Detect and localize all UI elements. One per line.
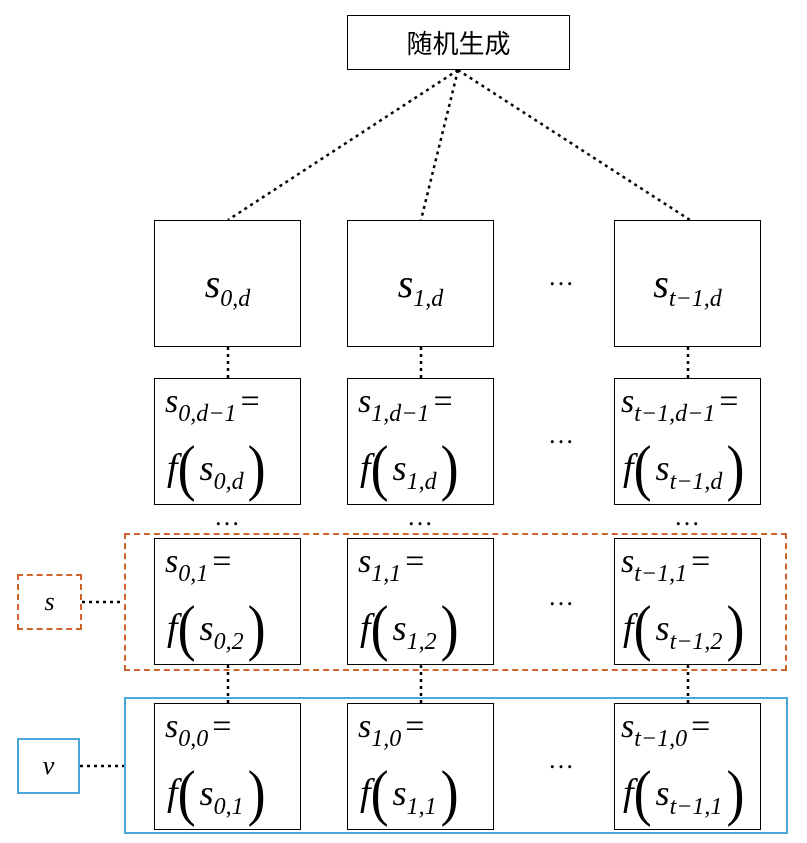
seed-label-col1: s1,d: [397, 261, 444, 312]
seed-label-col0: s0,d: [204, 261, 251, 312]
ellipsis-gap-col0: …: [214, 502, 240, 531]
seed-label-col2: st−1,d: [653, 261, 722, 312]
state-box-col1-row1: s1,1= f(s1,2): [347, 538, 494, 665]
seed-box-col0: s0,d: [154, 220, 301, 347]
state-rhs: f(s1,2): [360, 593, 459, 663]
state-rhs: f(s1,1): [360, 758, 459, 828]
ellipsis-row2: …: [548, 745, 574, 774]
group-s-label-box: s: [17, 574, 82, 630]
state-box-col2-row0: st−1,d−1= f(st−1,d): [614, 378, 761, 505]
state-rhs: f(s0,d): [167, 433, 266, 503]
connector-top-col0: [227, 68, 459, 222]
state-lhs: st−1,0=: [621, 708, 711, 752]
state-box-col0-row1: s0,1= f(s0,2): [154, 538, 301, 665]
random-generate-box: 随机生成: [347, 15, 570, 70]
state-lhs: st−1,1=: [621, 543, 711, 587]
state-rhs: f(s0,2): [167, 593, 266, 663]
connector-top-col2: [457, 68, 691, 222]
state-rhs: f(s1,d): [360, 433, 459, 503]
state-box-col1-row2: s1,0= f(s1,1): [347, 703, 494, 830]
ellipsis-gap-col1: …: [407, 502, 433, 531]
state-lhs: s0,0=: [165, 708, 232, 752]
state-box-col0-row0: s0,d−1= f(s0,d): [154, 378, 301, 505]
state-rhs: f(st−1,2): [623, 593, 745, 663]
ellipsis-gap-col2: …: [674, 502, 700, 531]
group-v-label-box: v: [17, 738, 80, 794]
group-v-label: v: [42, 751, 55, 780]
seed-box-col2: st−1,d: [614, 220, 761, 347]
seed-box-col1: s1,d: [347, 220, 494, 347]
state-lhs: s1,1=: [358, 543, 425, 587]
state-lhs: st−1,d−1=: [621, 383, 739, 427]
random-generate-label: 随机生成: [406, 30, 511, 60]
state-box-col0-row2: s0,0= f(s0,1): [154, 703, 301, 830]
group-s-highlight: [124, 533, 787, 671]
state-lhs: s0,1=: [165, 543, 232, 587]
ellipsis-row1: …: [548, 582, 574, 611]
state-box-col2-row2: st−1,0= f(st−1,1): [614, 703, 761, 830]
group-s-label: s: [44, 587, 55, 616]
state-rhs: f(st−1,1): [623, 758, 745, 828]
connector-top-col1: [419, 69, 460, 221]
state-lhs: s1,d−1=: [358, 383, 453, 427]
ellipsis-row0: …: [548, 420, 574, 449]
state-rhs: f(s0,1): [167, 758, 266, 828]
state-box-col1-row0: s1,d−1= f(s1,d): [347, 378, 494, 505]
group-v-highlight: [124, 697, 788, 834]
state-box-col2-row1: st−1,1= f(st−1,2): [614, 538, 761, 665]
state-lhs: s0,d−1=: [165, 383, 260, 427]
state-lhs: s1,0=: [358, 708, 425, 752]
state-rhs: f(st−1,d): [623, 433, 745, 503]
ellipsis-seed-row: …: [548, 262, 574, 291]
